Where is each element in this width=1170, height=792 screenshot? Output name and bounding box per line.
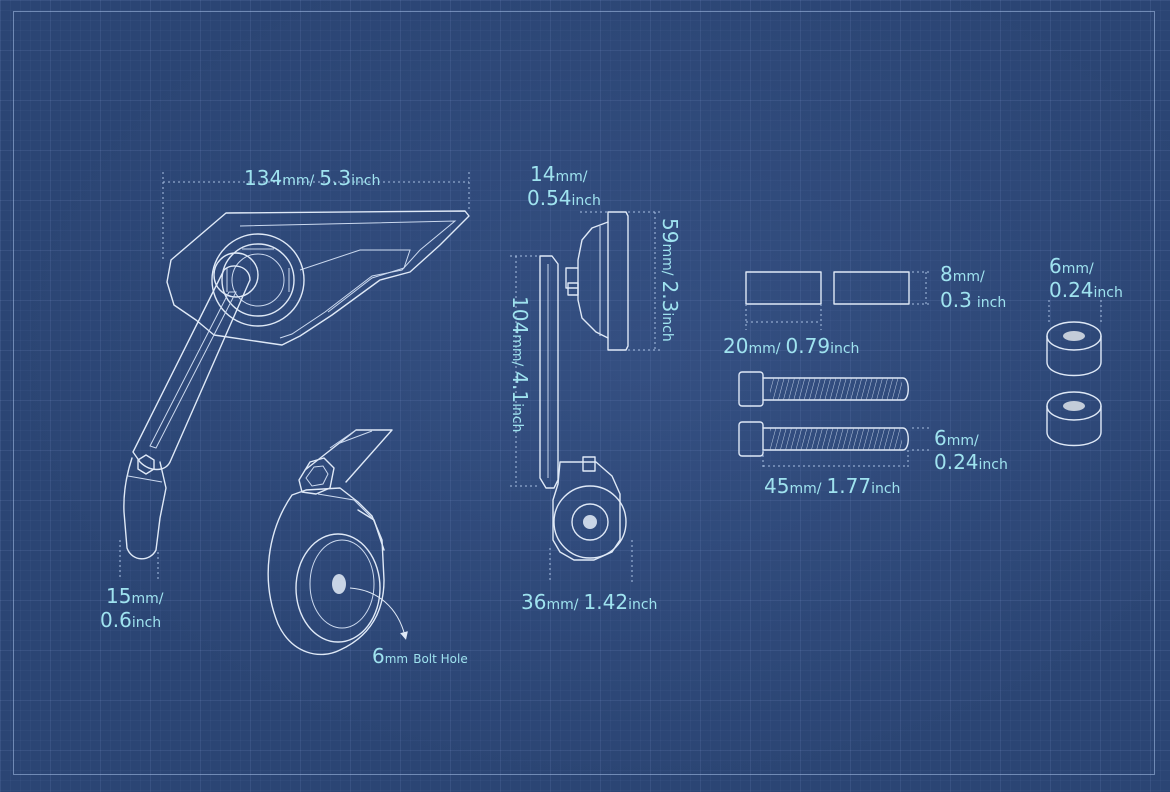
blueprint-frame [13,11,1155,775]
label-arm-end-mm: 15mm/ [106,584,164,608]
clamp-detail [267,429,408,656]
label-bolt-hole: 6mm Bolt Hole [372,644,468,668]
label-mount-depth-mm: 14mm/ [530,162,588,186]
label-mirror-width: 134mm/ 5.3inch [244,166,381,190]
label-bolt-diameter-mm: 6mm/ [934,426,979,450]
label-spacer-inch: 0.24inch [1049,278,1123,302]
label-clamp-width: 36mm/ 1.42inch [521,590,658,614]
label-mirror-height: 59mm/ 2.3inch [658,218,682,342]
label-grub-diameter-inch: 0.3 inch [940,288,1007,312]
label-mount-depth-inch: 0.54inch [527,186,601,210]
mirror-side-view [119,172,470,580]
label-grub-length: 20mm/ 0.79inch [723,334,860,358]
mirror-front-view [510,211,660,582]
hardware-kit [738,271,1102,470]
label-spacer-mm: 6mm/ [1049,254,1094,278]
label-grub-diameter-mm: 8mm/ [940,262,985,286]
label-bolt-diameter-inch: 0.24inch [934,450,1008,474]
label-arm-length: 104mm/ 4.1inch [508,296,532,433]
label-bolt-length: 45mm/ 1.77inch [764,474,901,498]
label-arm-end-inch: 0.6inch [100,608,162,632]
